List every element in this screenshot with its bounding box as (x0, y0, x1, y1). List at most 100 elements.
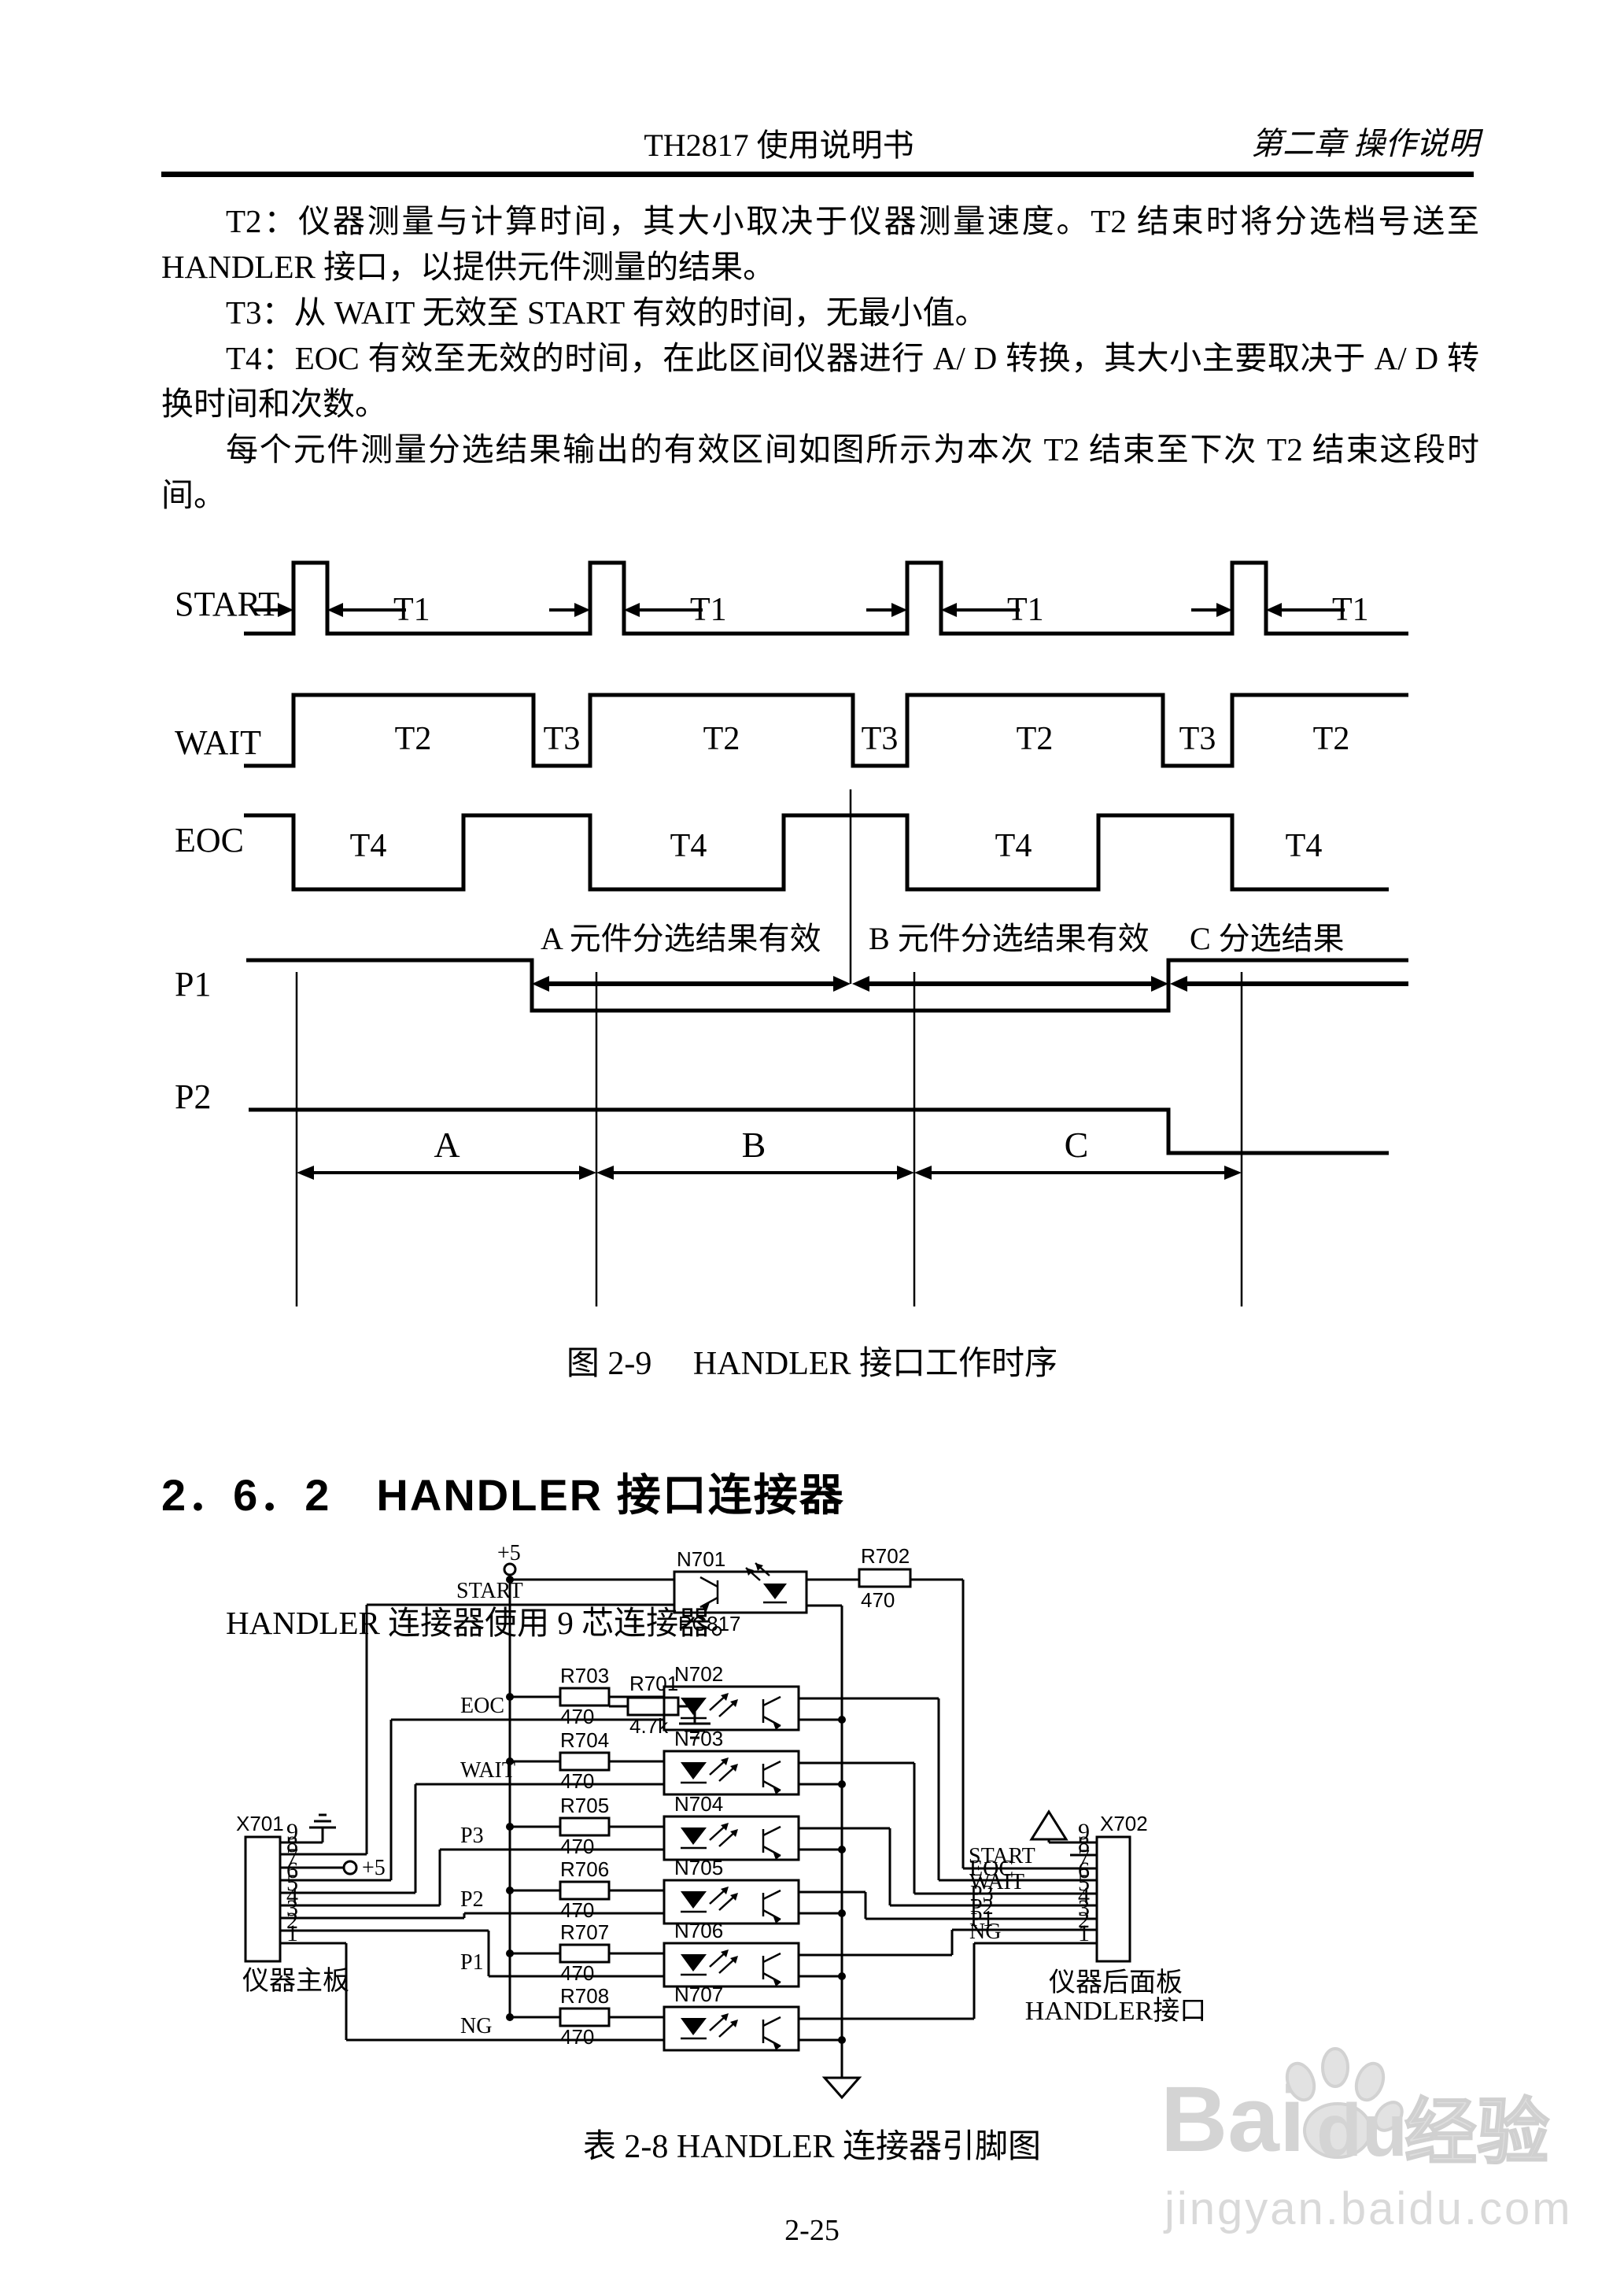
label-start: START (175, 585, 279, 623)
resistor-r702-label: R702 (861, 1544, 910, 1568)
svg-text:7: 7 (286, 1844, 298, 1870)
t1-label-3: T1 (1007, 592, 1044, 628)
svg-text:6: 6 (286, 1857, 298, 1883)
opto-n707-box (663, 2005, 800, 2052)
t1-label-1: T1 (393, 592, 430, 628)
x702-ng-label: NG (969, 1920, 1001, 1944)
p1-wire-label: P1 (460, 1950, 484, 1975)
svg-text:6: 6 (1078, 1857, 1090, 1883)
svg-text:3: 3 (1078, 1895, 1090, 1921)
page-number: 2-25 (784, 2214, 840, 2247)
t3-label-2: T3 (862, 721, 899, 757)
ng-wire-label: NG (460, 2014, 492, 2038)
figure-caption: 图 2-9 HANDLER 接口工作时序 (566, 1346, 1058, 1382)
table-caption: 表 2-8 HANDLER 连接器引脚图 (582, 2129, 1042, 2165)
svg-text:4: 4 (1078, 1883, 1090, 1909)
label-eoc: EOC (175, 821, 244, 859)
bottom-span-arrows (297, 1166, 1242, 1180)
p2-wire-label: P2 (460, 1887, 484, 1912)
opto-n707-label: N707 (674, 1983, 723, 2006)
header-doc-title: TH2817 使用说明书 (644, 128, 914, 163)
watermark-suffix: 经验 (1404, 2092, 1550, 2174)
timing-diagram: START WAIT EOC P1 P2 T1 T1 T1 T1 T2 T2 T… (175, 560, 1408, 1306)
x702-p2-label: P2 (970, 1895, 994, 1920)
p3-wire-label: P3 (460, 1824, 484, 1848)
opto-n701-symbol (699, 1562, 787, 1611)
body-text: T2：仪器测量与计算时间，其大小取决于仪器测量速度。T2 结束时将分选档号送至 … (161, 198, 1479, 518)
x701-label: X701 (236, 1812, 284, 1835)
x702-p1-label: P1 (970, 1907, 994, 1931)
opto-n704-box (663, 1815, 800, 1861)
chassis-ground-icon (821, 2076, 862, 2100)
resistor-r704-value: 470 (560, 1769, 594, 1793)
resistor-r707-label: R707 (560, 1920, 609, 1944)
resistor-r701-value: 4.7k (629, 1714, 669, 1738)
t2-label-4: T2 (1313, 721, 1350, 757)
svg-text:5: 5 (286, 1870, 298, 1896)
x702-start-label: START (969, 1844, 1035, 1868)
wait-wire-label: WAIT (460, 1758, 515, 1783)
t4-label-2: T4 (670, 828, 707, 864)
watermark-brand-b: du (1316, 2089, 1408, 2172)
baidu-watermark: Bai du 经验 jingyan.baidu.com (1145, 2047, 1601, 2271)
x701-pin-wires (280, 1828, 489, 1945)
opto-n705-box (663, 1879, 800, 1925)
svg-text:2: 2 (286, 1908, 298, 1934)
eoc-waveform (244, 813, 1389, 892)
power-plus5-label: +5 (497, 1541, 521, 1565)
resistor-r708-value: 470 (560, 2025, 594, 2049)
t1-arrows (253, 603, 1345, 617)
p1-waveform (246, 958, 1408, 1013)
resistor-r702-value: 470 (861, 1588, 895, 1612)
resistor-r707-value: 470 (560, 1961, 594, 1985)
watermark-url: jingyan.baidu.com (1164, 2183, 1573, 2234)
t1-label-4: T1 (1332, 592, 1369, 628)
header-chapter: 第二章 操作说明 (1251, 126, 1479, 161)
x701-plus5-label: +5 (362, 1856, 386, 1880)
x702-p3-label: P3 (970, 1882, 994, 1906)
resistor-r703-label: R703 (560, 1664, 609, 1687)
handler-iface-label: HANDLER接口 (1025, 1997, 1206, 2026)
left-signal-wires (346, 1718, 664, 2042)
t2-label-3: T2 (1017, 721, 1054, 757)
rearpanel-label: 仪器后面板 (1049, 1968, 1183, 1998)
opto-n701-part: PC817 (678, 1612, 741, 1635)
power-node-icon (503, 1562, 517, 1576)
opto-n706-label: N706 (674, 1919, 723, 1942)
svg-text:8: 8 (1078, 1831, 1090, 1857)
left-routing (345, 1605, 490, 2040)
bin-a-label: A (434, 1125, 460, 1165)
boundary-lines (295, 789, 1243, 1306)
x702-pin-wires (866, 1839, 1097, 1945)
para-t3: T3：从 WAIT 无效至 START 有效的时间，无最小值。 (226, 294, 987, 331)
svg-text:1: 1 (1078, 1920, 1090, 1946)
para-connector: HANDLER 连接器使用 9 芯连接器。 (226, 1605, 744, 1641)
opto-n701-box (673, 1570, 808, 1614)
t4-label-3: T4 (995, 828, 1032, 864)
para-t2: T2：仪器测量与计算时间，其大小取决于仪器测量速度。T2 结束时将分选档号送至 … (161, 203, 1479, 285)
opto-n702-label: N702 (674, 1662, 723, 1686)
x701-pin-ground-icon (309, 1813, 336, 1829)
label-wait: WAIT (175, 723, 261, 762)
t2-label-1: T2 (395, 721, 432, 757)
svg-text:9: 9 (286, 1819, 298, 1845)
wait-waveform (244, 693, 1408, 768)
para-t4: T4：EOC 有效至无效的时间，在此区间仪器进行 A/ D 转换，其大小主要取决… (161, 340, 1479, 422)
x702-pin-numbers: 9 8 7 6 5 4 3 2 1 (1078, 1819, 1090, 1946)
start-wire-label: START (456, 1579, 523, 1603)
t4-label-4: T4 (1286, 828, 1323, 864)
opto-n703-box (663, 1750, 800, 1796)
svg-text:8: 8 (286, 1831, 298, 1857)
t1-label-2: T1 (690, 592, 727, 628)
x702-box (1095, 1835, 1131, 1963)
svg-text:4: 4 (286, 1883, 298, 1909)
t3-label-3: T3 (1179, 721, 1216, 757)
resistor-r708-label: R708 (560, 1984, 609, 2008)
p1-span-arrows (532, 976, 1408, 992)
handler-schematic: +5 N701 PC817 START R702 4 (236, 1541, 1206, 2100)
svg-text:7: 7 (1078, 1845, 1090, 1871)
x701-box (244, 1835, 282, 1963)
opto-n706-box (663, 1942, 800, 1988)
valid-b-label: B 元件分选结果有效 (869, 921, 1150, 956)
